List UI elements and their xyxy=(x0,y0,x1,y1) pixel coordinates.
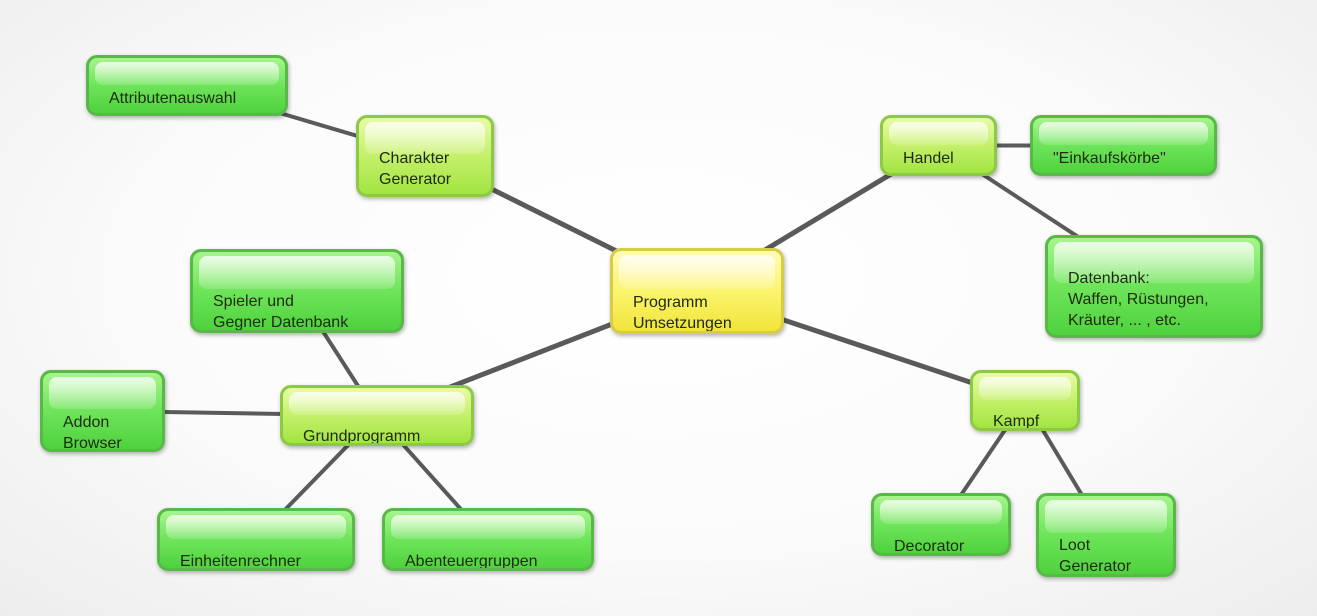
node-label: Attributenauswahl xyxy=(109,90,237,107)
node-einkaufskoerbe[interactable]: "Einkaufskörbe" xyxy=(1030,115,1217,176)
node-label: Addon Browser xyxy=(63,414,122,452)
node-loot-generator[interactable]: Loot Generator xyxy=(1036,493,1176,577)
node-label: Grundprogramm xyxy=(303,428,421,445)
node-label: Handel xyxy=(903,150,954,167)
node-grundprogramm[interactable]: Grundprogramm xyxy=(280,385,474,446)
node-label: Datenbank: Waffen, Rüstungen, Kräuter, .… xyxy=(1068,270,1209,329)
node-label: Programm Umsetzungen xyxy=(633,294,732,332)
node-decorator[interactable]: Decorator xyxy=(871,493,1011,556)
node-label: Abenteuergruppen xyxy=(405,553,538,570)
node-addon-browser[interactable]: Addon Browser xyxy=(40,370,165,452)
node-attributenauswahl[interactable]: Attributenauswahl xyxy=(86,55,288,116)
node-einheitenrechner[interactable]: Einheitenrechner xyxy=(157,508,355,571)
node-spieler-gegner-datenbank[interactable]: Spieler und Gegner Datenbank xyxy=(190,249,404,333)
node-label: Loot Generator xyxy=(1059,537,1132,575)
node-label: Decorator xyxy=(894,538,965,555)
node-label: Charakter Generator xyxy=(379,150,452,188)
node-datenbank[interactable]: Datenbank: Waffen, Rüstungen, Kräuter, .… xyxy=(1045,235,1263,338)
node-label: Kampf xyxy=(993,413,1040,430)
node-abenteuergruppen[interactable]: Abenteuergruppen xyxy=(382,508,594,571)
node-programm-umsetzungen[interactable]: Programm Umsetzungen xyxy=(610,248,784,334)
node-charakter-generator[interactable]: Charakter Generator xyxy=(356,115,494,197)
node-label: Spieler und Gegner Datenbank xyxy=(213,293,349,331)
node-label: Einheitenrechner xyxy=(180,553,301,570)
node-handel[interactable]: Handel xyxy=(880,115,997,176)
node-label: "Einkaufskörbe" xyxy=(1053,150,1166,167)
node-kampf[interactable]: Kampf xyxy=(970,370,1080,431)
